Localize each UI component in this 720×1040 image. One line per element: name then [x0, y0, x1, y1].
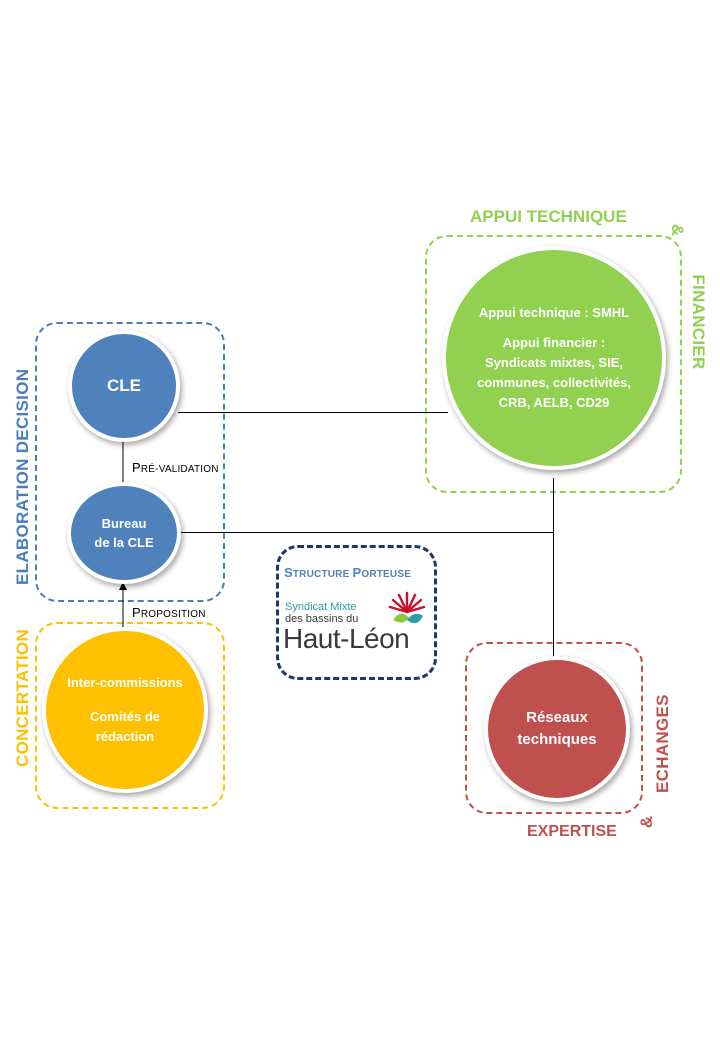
- reseaux-techniques-node: Réseaux techniques: [484, 656, 630, 802]
- appui-line5: CRB, AELB, CD29: [498, 395, 610, 410]
- financier-title: FINANCIER: [689, 274, 708, 370]
- cle-node-label: CLE: [107, 376, 141, 395]
- inter-line2: Comités de: [89, 709, 161, 724]
- echanges-title: ECHANGES: [653, 694, 672, 793]
- reseaux-line2: techniques: [517, 731, 597, 748]
- connector-appui-reseaux: [553, 478, 554, 666]
- appui-ampersand: &: [668, 223, 688, 237]
- elaboration-decision-group: [35, 322, 225, 602]
- arrow-inter-to-bureau: [119, 582, 127, 632]
- appui-line4: communes, collectivités,: [477, 375, 631, 390]
- logo-sun-icon: [388, 591, 426, 624]
- pre-validation-label: PRÉ-VALIDATION: [132, 460, 219, 475]
- expertise-title: EXPERTISE: [527, 823, 617, 840]
- proposition-label: PROPOSITION: [132, 605, 206, 620]
- connector-bureau-reseaux: [178, 532, 554, 533]
- bureau-line1: Bureau: [101, 516, 147, 531]
- reseaux-line1: Réseaux: [526, 709, 588, 726]
- haut-leon-logo: Syndicat Mixte des bassins du Haut-Léon: [283, 590, 433, 662]
- appui-technique-title: APPUI TECHNIQUE: [470, 207, 627, 226]
- cle-node: CLE: [68, 330, 180, 442]
- bureau-line2: de la CLE: [94, 535, 154, 550]
- inter-line1: Inter-commissions: [67, 675, 183, 690]
- inter-commissions-node: Inter-commissions Comités de rédaction: [42, 627, 208, 793]
- concertation-group: [35, 622, 225, 809]
- echanges-ampersand: &: [637, 815, 657, 829]
- elaboration-decision-title: ELABORATION DECISION: [13, 368, 32, 585]
- appui-line3: Syndicats mixtes, SIE,: [484, 355, 623, 370]
- logo-line1: Syndicat Mixte: [285, 601, 357, 613]
- structure-porteuse-title: STRUCTURE PORTEUSE: [284, 565, 412, 580]
- expertise-group: [465, 642, 643, 814]
- logo-line3: Haut-Léon: [283, 623, 410, 654]
- inter-line3: rédaction: [95, 729, 155, 744]
- appui-line2: Appui financier :: [502, 335, 606, 350]
- connector-cle-appui: [178, 412, 448, 413]
- appui-line1: Appui technique : SMHL: [478, 305, 630, 320]
- structure-porteuse-box: [276, 545, 437, 680]
- concertation-title: CONCERTATION: [13, 628, 32, 767]
- appui-node: Appui technique : SMHL Appui financier :…: [442, 246, 666, 470]
- bureau-cle-node: Bureau de la CLE: [67, 482, 181, 584]
- logo-line2: des bassins du: [285, 613, 359, 625]
